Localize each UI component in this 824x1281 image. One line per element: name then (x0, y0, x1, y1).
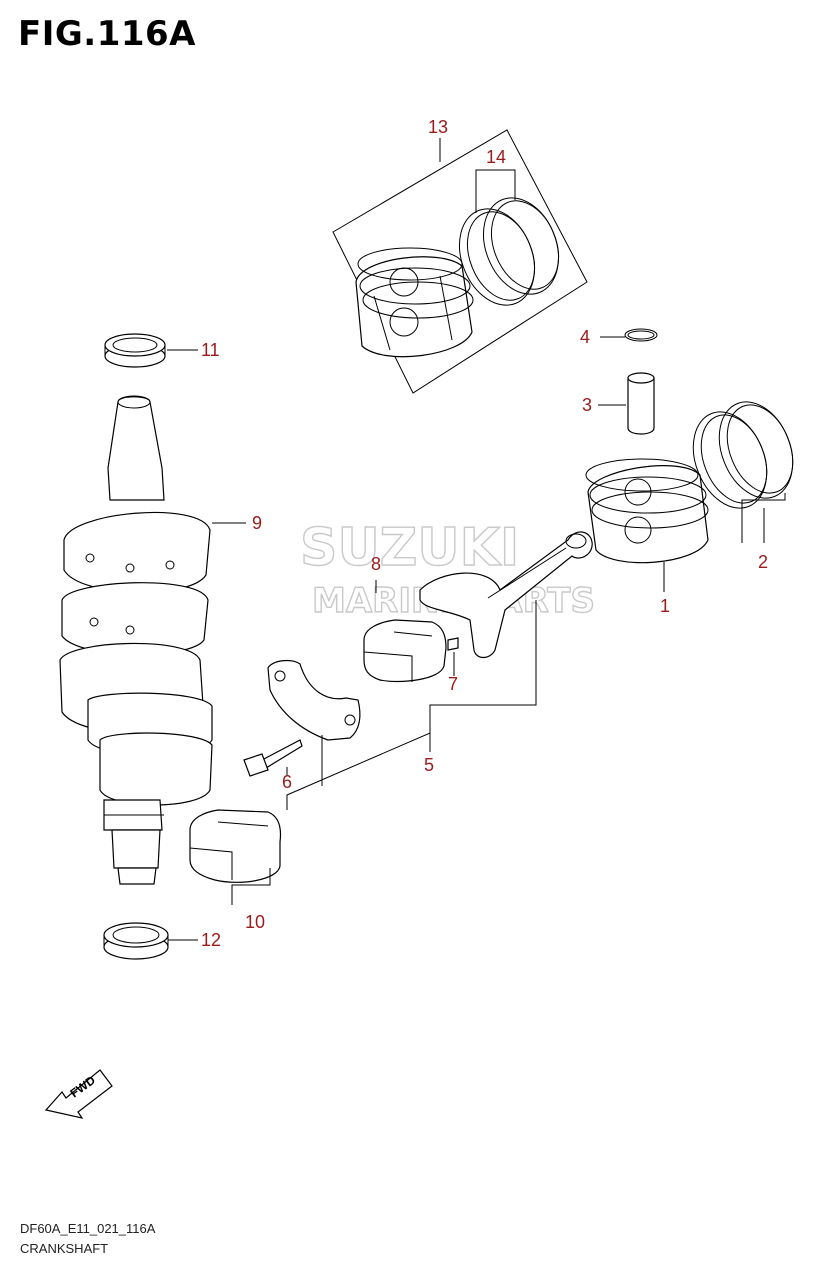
piston-rings-in-assembly[interactable] (446, 187, 572, 317)
piston-in-assembly[interactable] (355, 247, 474, 358)
callout-13[interactable]: 13 (428, 117, 448, 137)
callout-1[interactable]: 1 (660, 596, 670, 616)
callout-12[interactable]: 12 (201, 930, 221, 950)
callout-10[interactable]: 10 (245, 912, 265, 932)
piston-assembly-box[interactable] (332, 129, 588, 394)
leader-lines (167, 138, 786, 941)
piston-pin[interactable] (627, 372, 655, 435)
conrod-cap[interactable] (267, 659, 361, 741)
callout-9[interactable]: 9 (252, 513, 262, 533)
conrod-bearing[interactable] (363, 619, 447, 683)
fwd-arrow-icon: FWD (44, 1069, 113, 1119)
crankshaft[interactable] (59, 395, 213, 885)
connecting-rod[interactable] (419, 531, 593, 659)
oil-seal-bottom[interactable] (103, 922, 169, 960)
crank-bearing-lower[interactable] (189, 809, 282, 883)
circlip[interactable] (624, 328, 658, 342)
oil-seal-top[interactable] (104, 333, 166, 368)
watermark-brand: SUZUKI (300, 518, 519, 578)
piston[interactable] (585, 458, 709, 564)
dowel-pin[interactable] (447, 637, 459, 651)
watermark: SUZUKI MARINE PARTS (299, 517, 595, 621)
callout-14[interactable]: 14 (486, 147, 506, 167)
figure-title: FIG.116A (18, 14, 196, 54)
callout-8[interactable]: 8 (371, 554, 381, 574)
diagram-name: CRANKSHAFT (20, 1241, 109, 1256)
diagram-code: DF60A_E11_021_116A (20, 1221, 156, 1236)
callout-11[interactable]: 11 (201, 340, 220, 360)
conrod-bolt[interactable] (243, 739, 303, 777)
callout-2[interactable]: 2 (758, 552, 768, 572)
callout-5[interactable]: 5 (424, 755, 434, 775)
callout-7[interactable]: 7 (448, 674, 458, 694)
callout-3[interactable]: 3 (582, 395, 592, 415)
piston-rings[interactable] (680, 391, 807, 519)
callout-4[interactable]: 4 (580, 327, 590, 347)
callout-6[interactable]: 6 (282, 772, 292, 792)
